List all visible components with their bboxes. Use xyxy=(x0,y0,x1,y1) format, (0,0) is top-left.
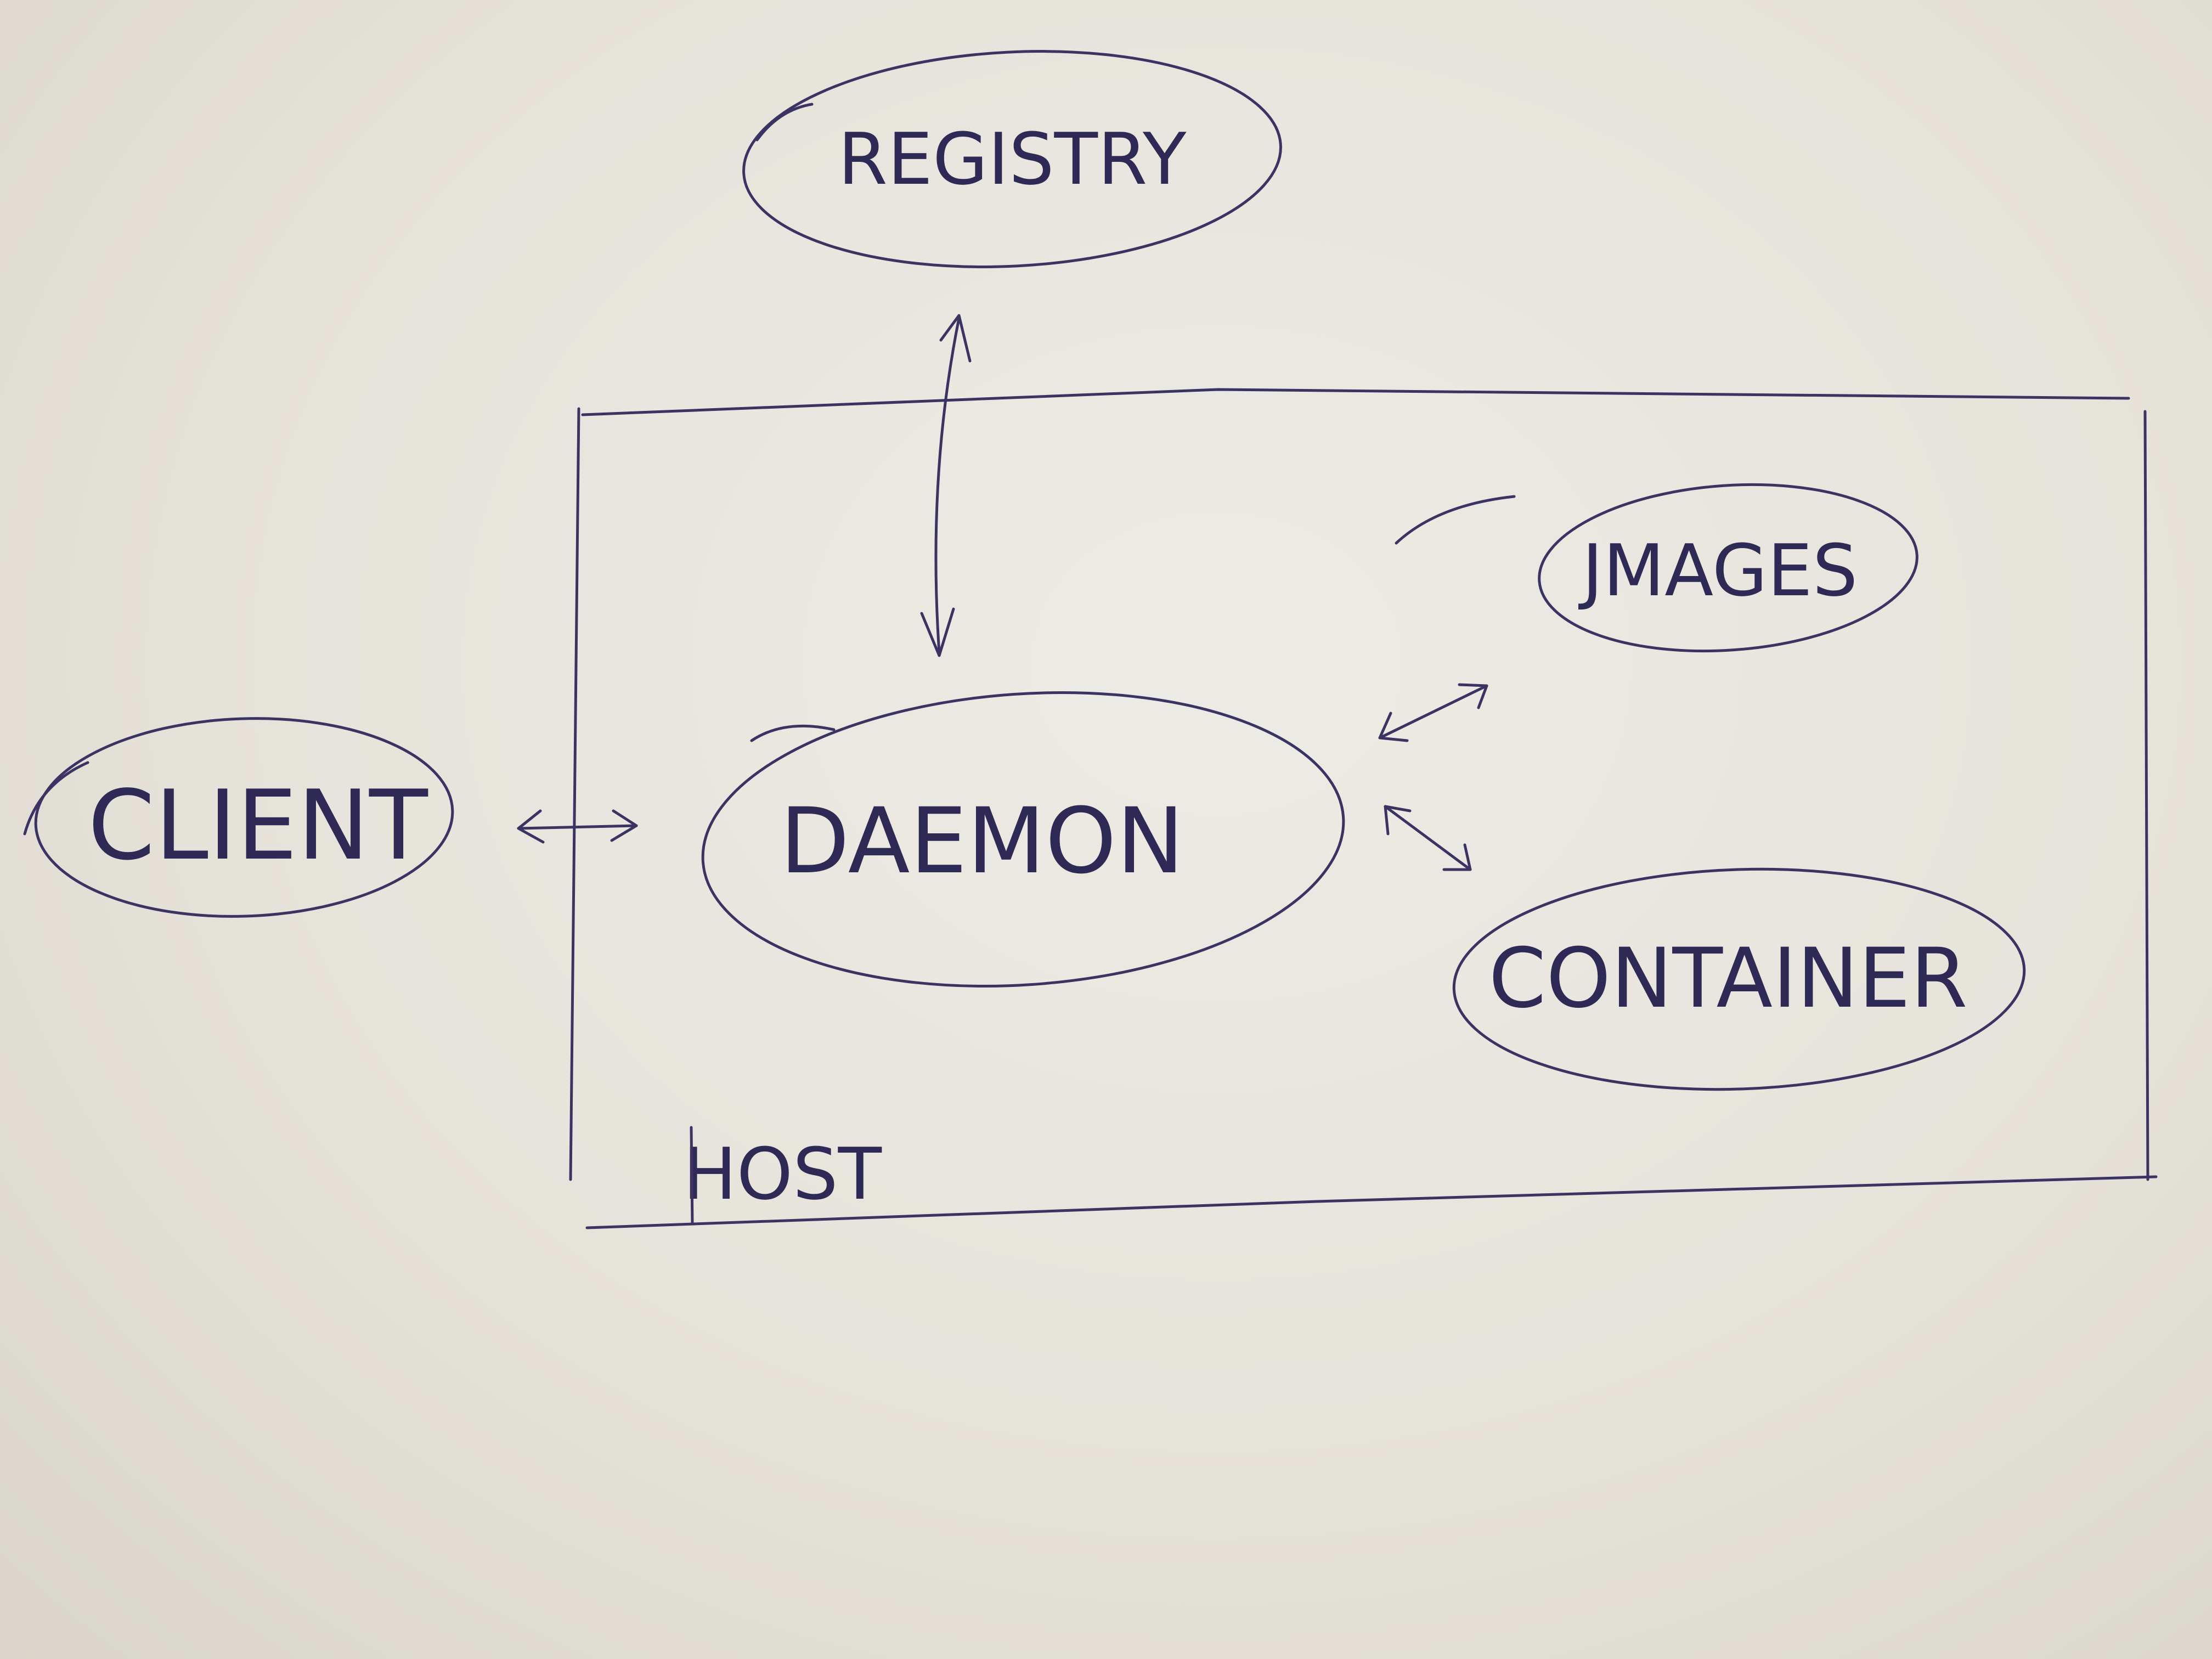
container-node: CONTAINER xyxy=(1452,867,2026,1091)
client-node: CLIENT xyxy=(23,717,454,918)
daemon-container-arrow xyxy=(1384,805,1472,871)
host-boundary: HOST xyxy=(569,388,2158,1229)
daemon-label: DAEMON xyxy=(780,788,1184,894)
images-label: JMAGES xyxy=(1578,529,1858,612)
registry-daemon-arrow xyxy=(920,314,972,657)
daemon-images-arrow xyxy=(1378,683,1488,742)
client-label: CLIENT xyxy=(88,770,428,882)
client-daemon-arrow xyxy=(517,809,638,844)
host-label: HOST xyxy=(683,1132,882,1216)
registry-node: REGISTRY xyxy=(742,50,1282,268)
registry-label: REGISTRY xyxy=(838,117,1187,201)
daemon-node: DAEMON xyxy=(701,691,1345,988)
container-label: CONTAINER xyxy=(1488,931,1967,1026)
images-node: JMAGES xyxy=(1395,483,1918,653)
